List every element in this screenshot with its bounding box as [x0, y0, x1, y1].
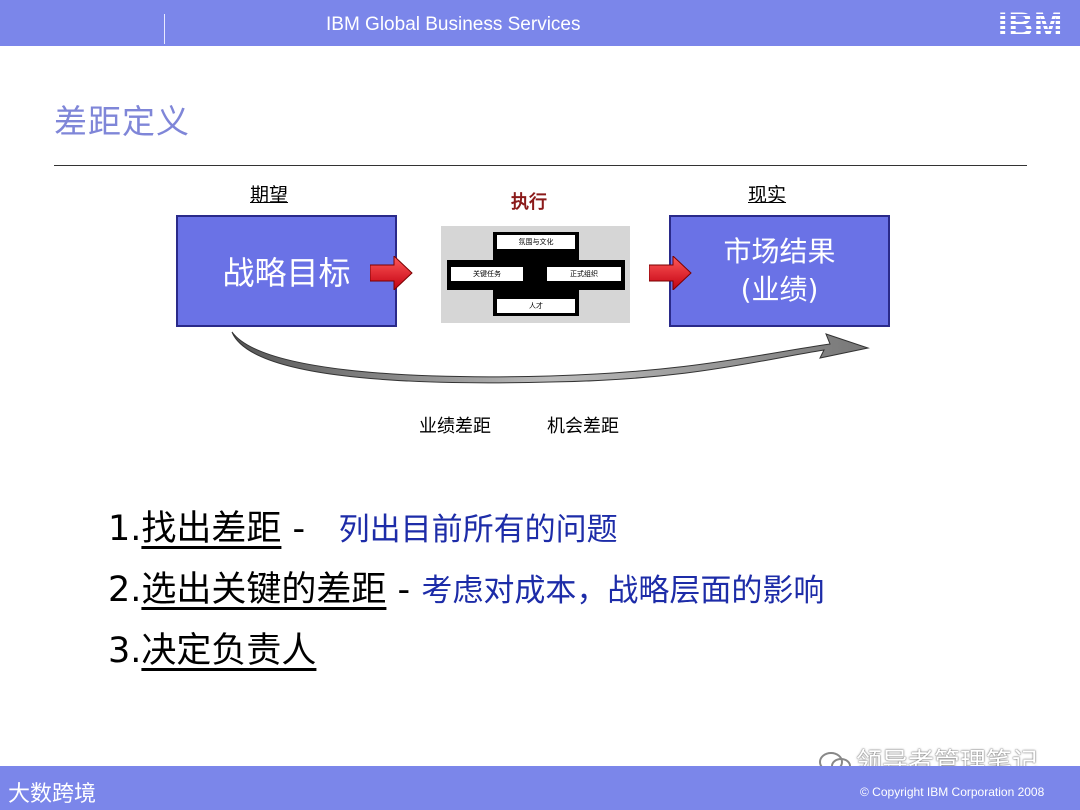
step-description: 考虑对成本，战略层面的影响 — [421, 573, 825, 609]
header-title: IBM Global Business Services — [326, 14, 581, 35]
brand-watermark: 大数跨境 — [8, 782, 97, 807]
step-title: 决定负责人 — [141, 631, 317, 671]
opportunity-gap-label: 机会差距 — [547, 416, 619, 437]
list-item: 3.决定负责人 — [108, 622, 316, 673]
diagram-left-label: 关键任务 — [451, 267, 523, 281]
performance-text: (业绩) — [740, 273, 819, 306]
diagram-top-text: 氛围与文化 — [497, 235, 575, 249]
strategy-goal-text: 战略目标 — [222, 254, 351, 292]
curved-arrow-icon — [231, 331, 870, 384]
list-item: 1.找出差距 - 列出目前所有的问题 — [108, 500, 618, 551]
right-arrow-icon — [370, 256, 413, 290]
step-number: 3. — [108, 631, 142, 671]
label-expectation: 期望 — [250, 184, 289, 206]
step-dash: - — [386, 570, 411, 610]
heading-rule — [54, 165, 1027, 166]
strategy-goal-box: 战略目标 — [176, 215, 397, 327]
header-divider — [164, 14, 165, 44]
step-number: 2. — [108, 570, 142, 610]
diagram-bottom-label: 人才 — [497, 299, 575, 313]
step-description: 列出目前所有的问题 — [338, 512, 618, 548]
diagram-right-label: 正式组织 — [547, 267, 621, 281]
diagram-right-text: 正式组织 — [547, 267, 621, 281]
header-bar: IBM Global Business Services IBM — [0, 0, 1080, 46]
diagram-bottom-text: 人才 — [497, 299, 575, 313]
slide-heading: 差距定义 — [54, 102, 190, 141]
execution-diagram: 氛围与文化 关键任务 正式组织 人才 — [441, 226, 630, 323]
diagram-left-text: 关键任务 — [451, 267, 523, 281]
copyright-text: © Copyright IBM Corporation 2008 — [860, 785, 1045, 799]
label-execution: 执行 — [511, 192, 547, 213]
step-title: 找出差距 — [141, 509, 282, 549]
footer-bar: 大数跨境 © Copyright IBM Corporation 2008 — [0, 766, 1080, 810]
ibm-logo: IBM — [998, 6, 1064, 44]
market-result-text: 市场结果 — [723, 235, 836, 268]
list-item: 2.选出关键的差距 - 考虑对成本，战略层面的影响 — [108, 561, 824, 612]
step-title: 选出关键的差距 — [141, 570, 387, 610]
performance-gap-label: 业绩差距 — [419, 416, 491, 437]
step-number: 1. — [108, 509, 142, 549]
market-result-box: 市场结果 (业绩) — [669, 215, 890, 327]
right-arrow-icon — [649, 256, 692, 290]
label-reality: 现实 — [748, 184, 787, 206]
diagram-top-label: 氛围与文化 — [497, 235, 575, 249]
step-dash: - — [281, 509, 306, 549]
